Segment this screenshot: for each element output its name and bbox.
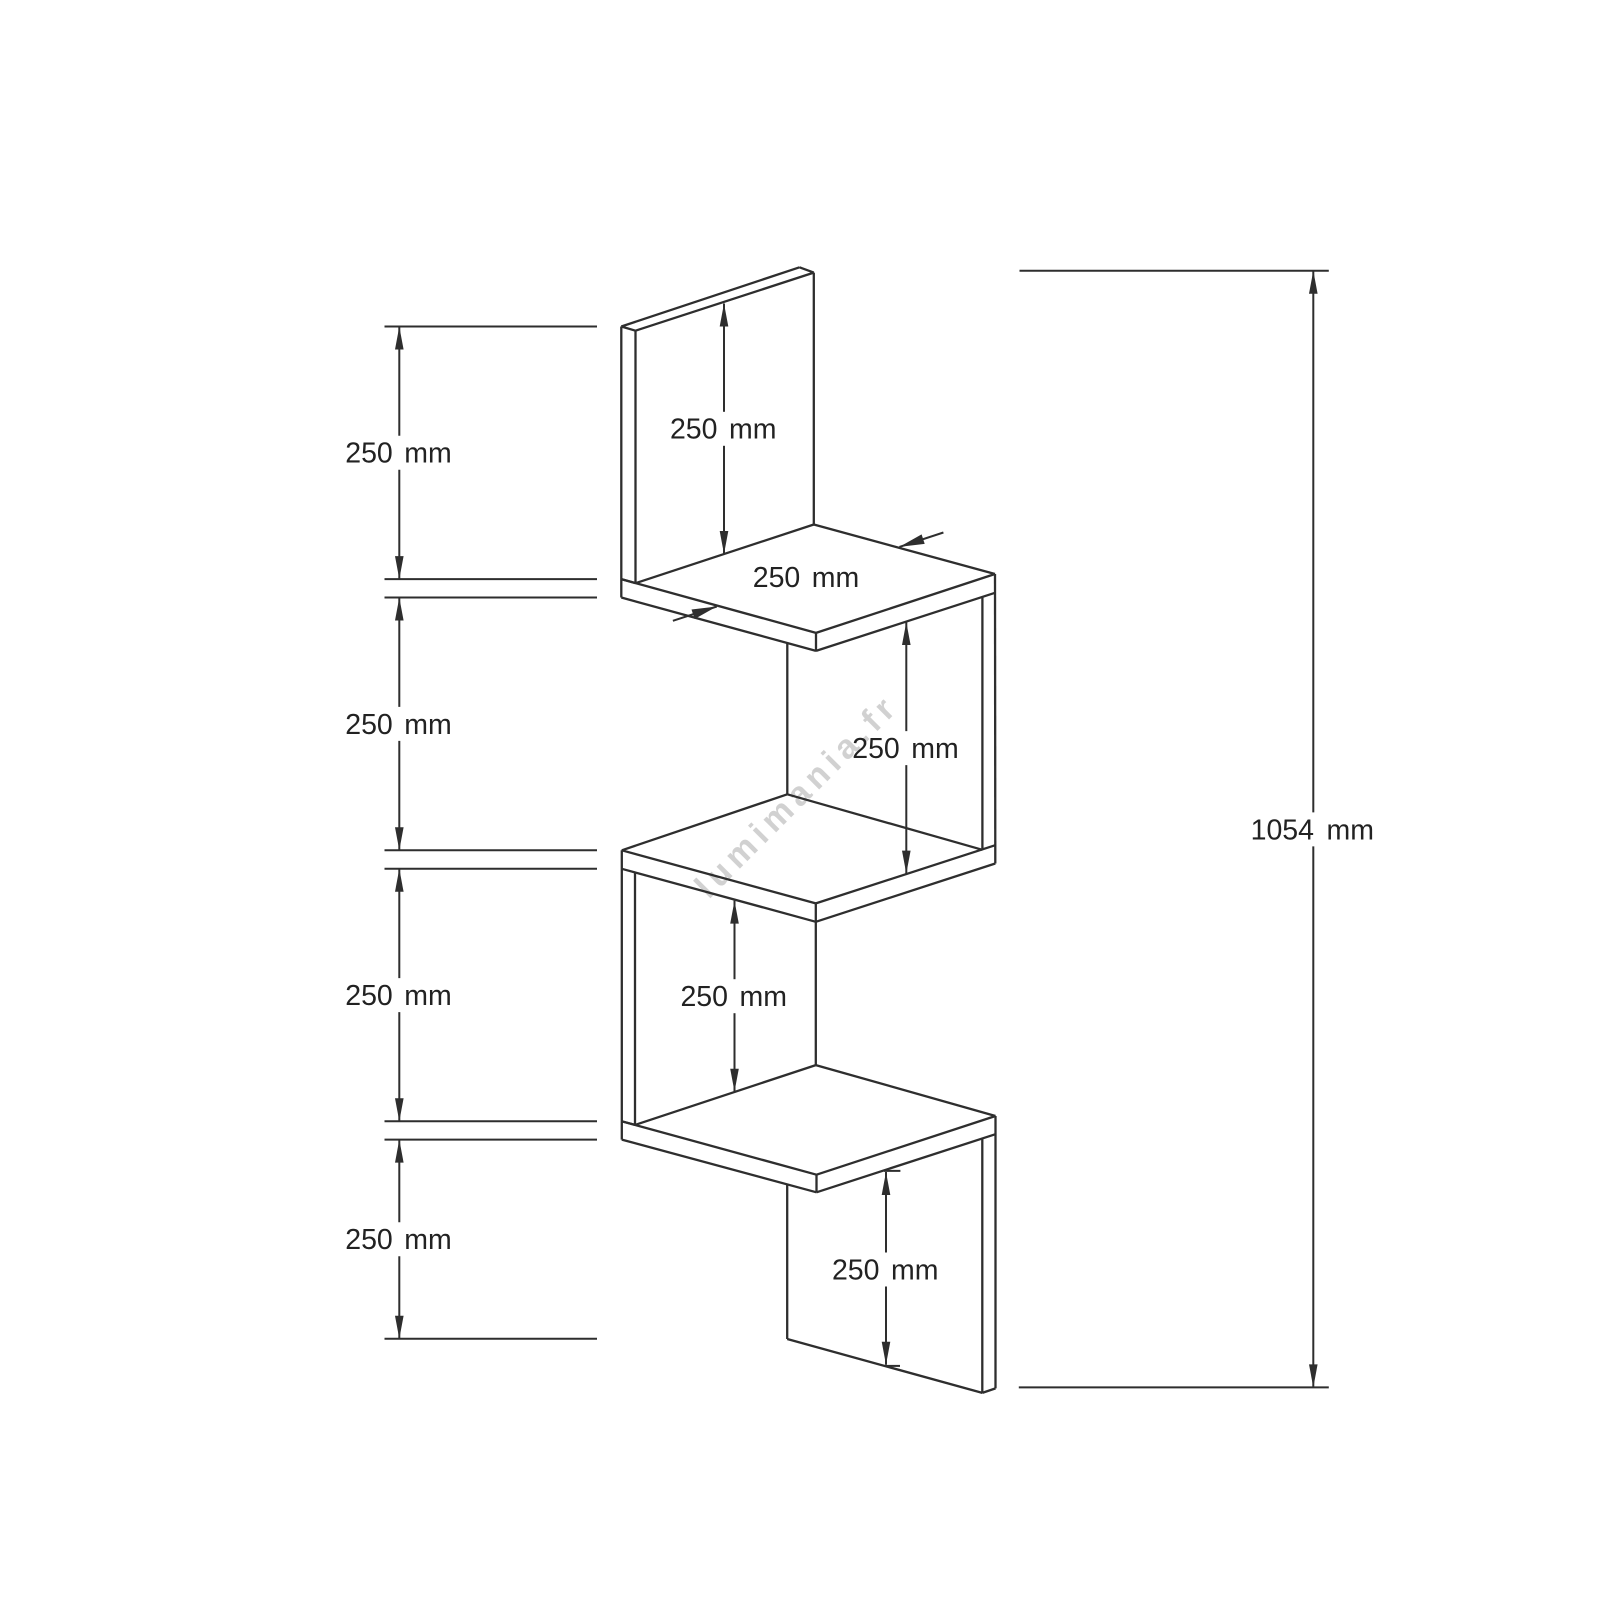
- svg-text:250: 250: [832, 1254, 880, 1286]
- svg-text:250: 250: [345, 438, 393, 470]
- svg-text:250: 250: [345, 1224, 393, 1256]
- svg-text:250: 250: [345, 709, 393, 741]
- svg-text:mm: mm: [911, 733, 958, 765]
- svg-text:mm: mm: [729, 414, 776, 446]
- svg-text:250: 250: [345, 980, 393, 1012]
- svg-text:mm: mm: [404, 1224, 451, 1256]
- svg-text:mm: mm: [1327, 814, 1374, 846]
- svg-text:250: 250: [670, 414, 718, 446]
- svg-text:mm: mm: [404, 980, 451, 1012]
- svg-text:250: 250: [680, 981, 728, 1013]
- svg-text:mm: mm: [891, 1254, 938, 1286]
- svg-text:250: 250: [852, 733, 900, 765]
- svg-text:mm: mm: [740, 981, 787, 1013]
- svg-text:mm: mm: [812, 562, 859, 594]
- svg-text:mm: mm: [404, 709, 451, 741]
- svg-text:250: 250: [753, 562, 801, 594]
- svg-text:mm: mm: [404, 438, 451, 470]
- svg-text:1054: 1054: [1251, 814, 1315, 846]
